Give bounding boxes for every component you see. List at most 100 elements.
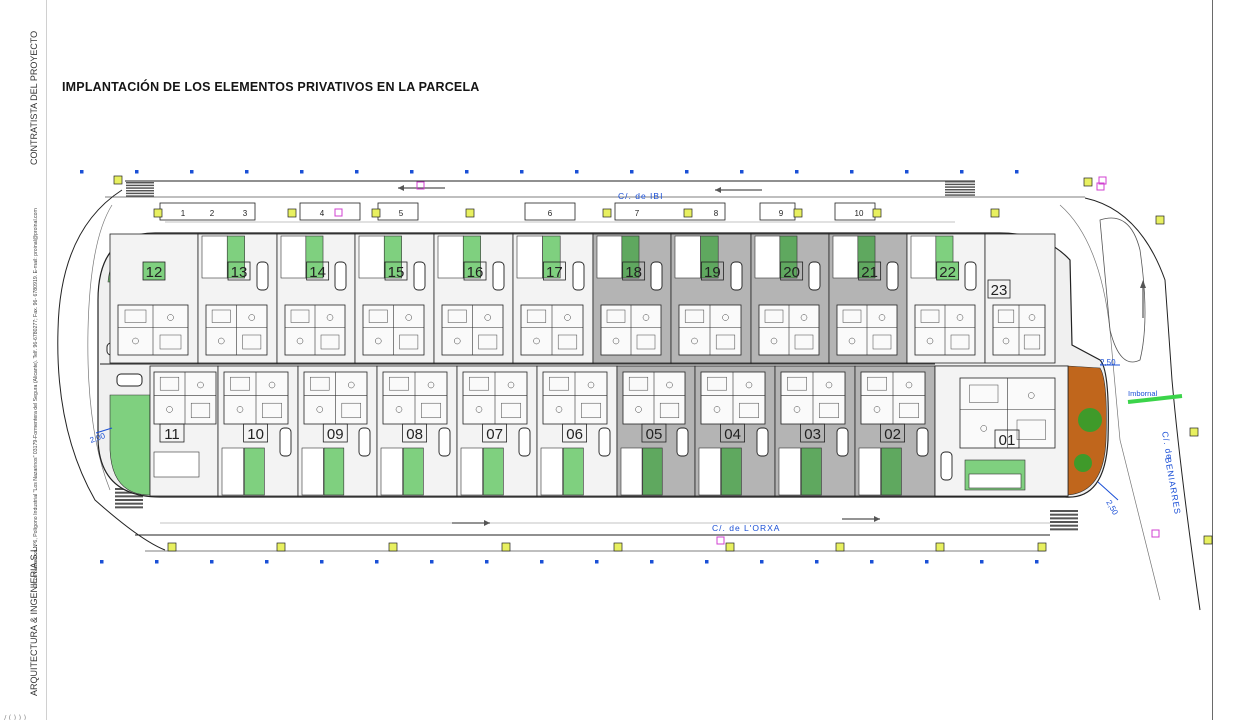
plan-fixture bbox=[770, 337, 778, 345]
plan-fixture bbox=[878, 314, 886, 321]
parking-strip-4 bbox=[524, 202, 576, 221]
pool bbox=[596, 235, 623, 279]
car-icon bbox=[756, 427, 769, 457]
plan-fixture bbox=[375, 337, 382, 345]
plan-fixture bbox=[793, 406, 801, 413]
plan-room bbox=[867, 376, 887, 391]
plan-room bbox=[211, 309, 231, 323]
plan-fixture bbox=[316, 406, 323, 413]
plan-fixture bbox=[454, 337, 461, 345]
east-island bbox=[1099, 217, 1146, 363]
car-icon bbox=[940, 451, 953, 481]
lot-number-08: 08 bbox=[406, 426, 423, 443]
plan-room bbox=[190, 402, 211, 419]
plan-room bbox=[659, 402, 680, 419]
west-street-edge bbox=[57, 189, 166, 551]
car-icon bbox=[964, 261, 977, 291]
zebra-stripe bbox=[115, 506, 143, 509]
lot-04: 04 bbox=[694, 365, 776, 497]
plan-room bbox=[872, 334, 892, 350]
lot-number-11: 11 bbox=[164, 426, 180, 443]
pool bbox=[754, 235, 781, 279]
street-light bbox=[501, 542, 511, 552]
plan-fixture bbox=[197, 381, 204, 389]
pool bbox=[437, 235, 464, 279]
lot-number-14: 14 bbox=[309, 264, 326, 281]
pool bbox=[380, 447, 403, 496]
street-light bbox=[388, 542, 398, 552]
zebra-stripe bbox=[945, 194, 975, 196]
garden bbox=[483, 447, 504, 496]
street-marker bbox=[650, 560, 654, 564]
lot-label-box bbox=[543, 261, 566, 281]
street-label-east-name: BENIARRES bbox=[1163, 457, 1183, 516]
zebra-stripe bbox=[126, 184, 154, 187]
lot-label-box bbox=[482, 423, 508, 443]
crossing-se bbox=[1050, 510, 1078, 531]
street-marker bbox=[760, 560, 764, 564]
lot-20: 20 bbox=[750, 233, 830, 364]
garden bbox=[462, 235, 481, 279]
pool bbox=[778, 447, 801, 496]
parking-strip-6 bbox=[759, 202, 796, 221]
plan-fixture bbox=[848, 337, 856, 345]
plan-fixture bbox=[926, 337, 934, 345]
zebra-stripe bbox=[126, 195, 154, 197]
plan-room bbox=[787, 376, 807, 391]
plan-fixture bbox=[873, 406, 881, 413]
lot-15: 15 bbox=[354, 233, 435, 364]
parking-number-5: 5 bbox=[399, 209, 404, 218]
plan-room bbox=[501, 402, 521, 419]
street-label-south: C/. de L'ORXA bbox=[712, 523, 780, 533]
plan-fixture bbox=[166, 406, 173, 413]
plan-room bbox=[581, 402, 601, 419]
lot-label-box bbox=[384, 261, 408, 281]
street-marker bbox=[410, 170, 414, 174]
tree-icon bbox=[1078, 408, 1102, 432]
plan-fixture bbox=[666, 381, 673, 389]
car-icon bbox=[334, 261, 347, 291]
street-light bbox=[835, 542, 845, 552]
dim-line-east-bottom bbox=[1097, 481, 1119, 501]
plan-fixture bbox=[642, 314, 650, 321]
pool bbox=[620, 447, 643, 496]
parking-number-2: 2 bbox=[210, 209, 215, 218]
street-marker bbox=[630, 170, 634, 174]
zebra-stripe bbox=[945, 191, 975, 194]
streets-layer bbox=[57, 170, 1213, 611]
zebra-stripe bbox=[126, 182, 154, 184]
lot-label-box bbox=[936, 261, 960, 281]
svg-text:/ ( ) ) ): / ( ) ) ) bbox=[4, 714, 26, 720]
pool bbox=[280, 235, 307, 279]
garden bbox=[244, 447, 265, 496]
lot-number-02: 02 bbox=[884, 426, 901, 443]
lot-label-box bbox=[780, 261, 804, 281]
street-marker bbox=[595, 560, 599, 564]
street-marker bbox=[925, 560, 929, 564]
zebra-stripe bbox=[126, 190, 154, 192]
parking-number-8: 8 bbox=[714, 209, 719, 218]
parking-number-3: 3 bbox=[243, 209, 248, 218]
plan-fixture bbox=[722, 314, 729, 321]
pool bbox=[698, 447, 721, 496]
lot-label-box bbox=[994, 429, 1020, 449]
imbornal-label: Imbornal bbox=[1128, 389, 1158, 398]
car-icon bbox=[886, 261, 899, 291]
sign-marker bbox=[1151, 529, 1160, 538]
street-marker bbox=[245, 170, 249, 174]
garden bbox=[563, 447, 584, 496]
lot-number-09: 09 bbox=[327, 426, 344, 443]
contractor-label: CONTRATISTA DEL PROYECTO bbox=[29, 31, 39, 165]
lot-number-07: 07 bbox=[486, 426, 503, 443]
street-marker bbox=[705, 560, 709, 564]
arrow-head bbox=[398, 185, 404, 191]
crossing-nw bbox=[126, 182, 154, 197]
south-arrow-2 bbox=[842, 516, 880, 522]
zebra-stripe bbox=[115, 491, 143, 494]
garden bbox=[700, 235, 719, 279]
street-marker bbox=[870, 560, 874, 564]
plan-fixture bbox=[1028, 392, 1035, 399]
street-marker bbox=[905, 170, 909, 174]
